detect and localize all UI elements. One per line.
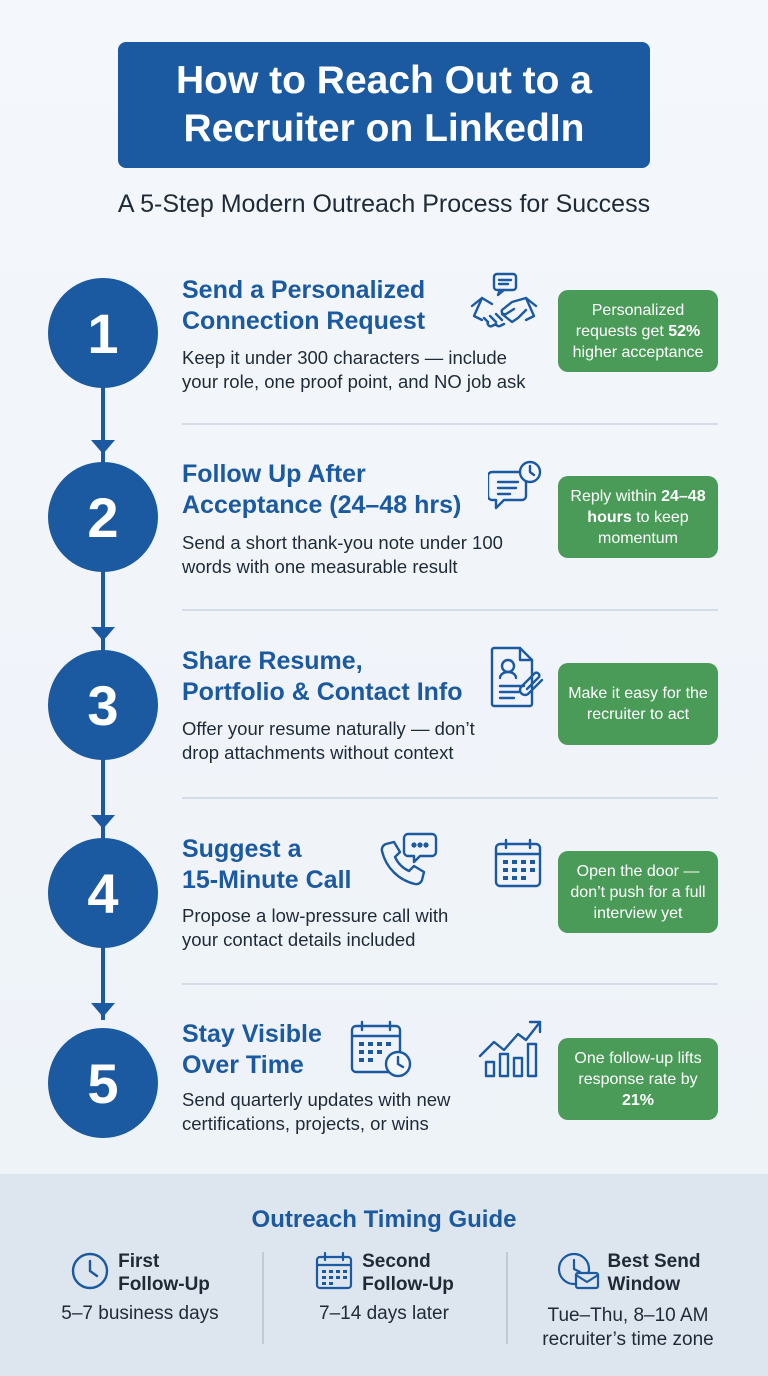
- phone-chat-icon: [378, 832, 438, 892]
- timing-label: Window: [607, 1274, 681, 1295]
- timing-label: First: [118, 1251, 160, 1272]
- timing-column-second-followup: Second Follow-Up 7–14 days later: [264, 1250, 504, 1326]
- step-divider: [182, 983, 718, 985]
- step-desc-line: Send quarterly updates with new: [182, 1089, 451, 1110]
- step-title: Share Resume, Portfolio & Contact Info: [182, 646, 463, 708]
- step-title-line: Follow Up After: [182, 460, 366, 488]
- page-title: How to Reach Out to a Recruiter on Linke…: [175, 59, 592, 150]
- step-title-line: Connection Request: [182, 307, 426, 335]
- timing-value: 7–14 days later: [319, 1303, 449, 1324]
- step-title-line: Share Resume,: [182, 647, 363, 675]
- arrow-down-icon: [91, 440, 115, 454]
- step-title-line: Acceptance (24–48 hrs): [182, 491, 462, 519]
- page-subtitle: A 5-Step Modern Outreach Process for Suc…: [117, 190, 651, 218]
- step-desc-line: words with one measurable result: [182, 556, 458, 577]
- title-banner: How to Reach Out to a Recruiter on Linke…: [118, 42, 650, 168]
- timing-value: Tue–Thu, 8–10 AM recruiter’s time zone: [508, 1304, 748, 1352]
- column-divider: [262, 1252, 264, 1344]
- badge-text: One follow-up lifts response rate by: [574, 1049, 702, 1088]
- step-description: Offer your resume naturally — don’t drop…: [182, 717, 475, 765]
- step-number-circle: 2: [48, 462, 158, 572]
- step-desc-line: drop attachments without context: [182, 742, 454, 763]
- step-desc-line: Send a short thank-you note under 100: [182, 532, 503, 553]
- column-divider: [506, 1252, 508, 1344]
- timing-label: Follow-Up: [118, 1274, 210, 1295]
- badge-highlight: 21%: [621, 1091, 655, 1109]
- timing-label: Second: [362, 1251, 431, 1272]
- stat-badge: Reply within 24–48 hours to keep momentu…: [558, 476, 718, 558]
- step-description: Keep it under 300 characters — include y…: [182, 346, 525, 394]
- badge-text: Open the door — don’t push for a full in…: [570, 862, 706, 922]
- step-number-circle: 1: [48, 278, 158, 388]
- step-divider: [182, 423, 718, 425]
- step-description: Propose a low-pressure call with your co…: [182, 904, 448, 952]
- step-title: Stay Visible Over Time: [182, 1019, 322, 1081]
- calendar-icon: [314, 1251, 354, 1296]
- clock-icon: [70, 1251, 110, 1296]
- step-divider: [182, 797, 718, 799]
- calendar-clock-icon: [350, 1020, 414, 1080]
- timing-value: 5–7 business days: [61, 1303, 219, 1324]
- step-description: Send quarterly updates with new certific…: [182, 1088, 450, 1136]
- badge-text: Reply within: [570, 487, 662, 505]
- timing-label: Best Send: [607, 1251, 701, 1272]
- step-number-circle: 4: [48, 838, 158, 948]
- step-number-circle: 3: [48, 650, 158, 760]
- stat-badge: One follow-up lifts response rate by 21%: [558, 1038, 718, 1120]
- step-desc-line: Propose a low-pressure call with: [182, 905, 449, 926]
- badge-highlight: 24–48 hours: [587, 487, 706, 526]
- step-title-line: Suggest a: [182, 835, 302, 863]
- step-title: Send a Personalized Connection Request: [182, 275, 425, 337]
- growth-chart-icon: [478, 1018, 542, 1080]
- step-desc-line: Keep it under 300 characters — include: [182, 347, 507, 368]
- handshake-chat-icon: [470, 272, 538, 338]
- stat-badge: Open the door — don’t push for a full in…: [558, 851, 718, 933]
- step-title-line: 15-Minute Call: [182, 866, 352, 894]
- arrow-down-icon: [91, 627, 115, 641]
- badge-text: higher acceptance: [572, 343, 704, 361]
- step-title-line: Over Time: [182, 1051, 304, 1079]
- timing-guide-panel: [0, 1174, 768, 1376]
- timing-value-line: recruiter’s time zone: [542, 1329, 714, 1350]
- badge-highlight: 52%: [668, 322, 701, 340]
- step-title: Follow Up After Acceptance (24–48 hrs): [182, 459, 461, 521]
- step-desc-line: your contact details included: [182, 929, 416, 950]
- badge-text: Make it easy for the recruiter to act: [568, 685, 708, 723]
- resume-attachment-icon: [490, 646, 546, 710]
- stat-badge: Make it easy for the recruiter to act: [558, 663, 718, 745]
- step-desc-line: your role, one proof point, and NO job a…: [182, 371, 526, 392]
- step-title-line: Stay Visible: [182, 1020, 322, 1048]
- message-clock-icon: [488, 460, 546, 516]
- timing-column-best-window: Best Send Window Tue–Thu, 8–10 AM recrui…: [508, 1250, 748, 1352]
- arrow-down-icon: [91, 1003, 115, 1017]
- timing-value-line: Tue–Thu, 8–10 AM: [547, 1305, 709, 1326]
- badge-text: to keep momentum: [597, 508, 689, 547]
- step-desc-line: certifications, projects, or wins: [182, 1113, 429, 1134]
- timing-label: Follow-Up: [362, 1274, 454, 1295]
- step-desc-line: Offer your resume naturally — don’t: [182, 718, 475, 739]
- step-divider: [182, 609, 718, 611]
- arrow-down-icon: [91, 815, 115, 829]
- step-description: Send a short thank-you note under 100 wo…: [182, 531, 503, 579]
- stat-badge: Personalized requests get 52% higher acc…: [558, 290, 718, 372]
- step-number-circle: 5: [48, 1028, 158, 1138]
- step-title: Suggest a 15-Minute Call: [182, 834, 351, 896]
- badge-text: Personalized requests get: [575, 301, 685, 340]
- timing-column-first-followup: First Follow-Up 5–7 business days: [20, 1250, 260, 1326]
- step-title-line: Send a Personalized: [182, 276, 426, 304]
- step-title-line: Portfolio & Contact Info: [182, 678, 463, 706]
- calendar-icon: [494, 838, 542, 888]
- timing-guide-title: Outreach Timing Guide: [251, 1206, 517, 1233]
- clock-envelope-icon: [556, 1251, 600, 1296]
